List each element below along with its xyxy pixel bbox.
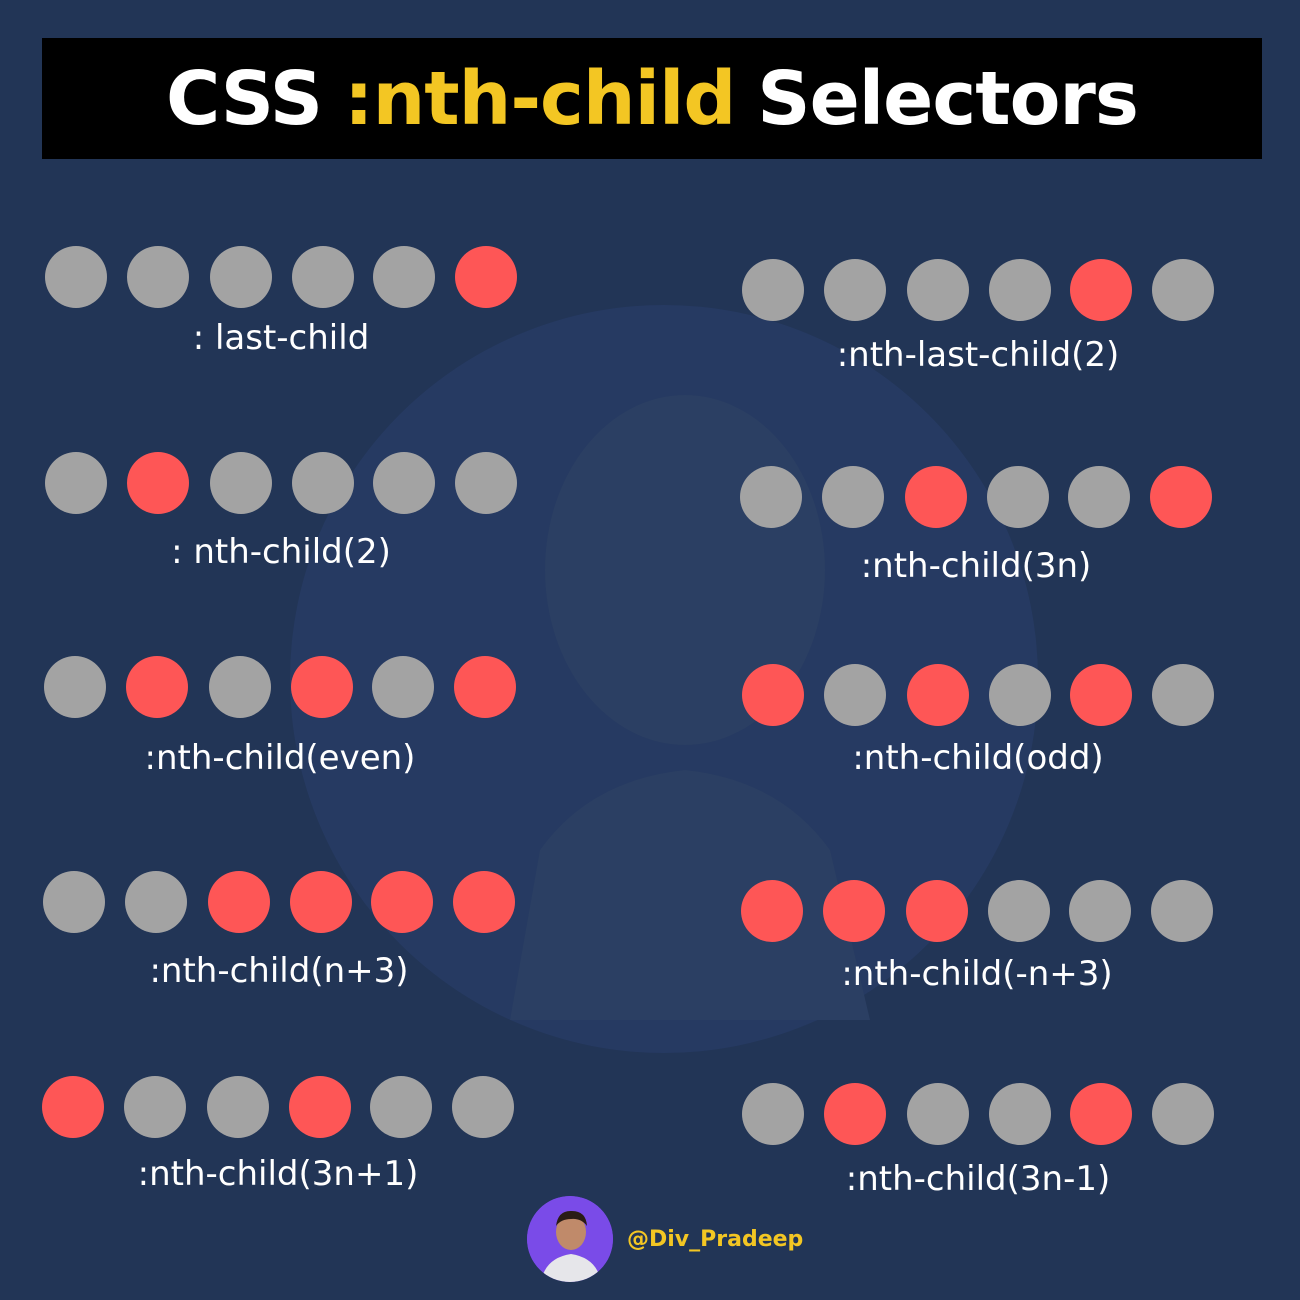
selector-label: :nth-child(3n-1) — [845, 1159, 1111, 1199]
list-item-dot-selected — [906, 880, 968, 942]
list-item-dot — [907, 259, 969, 321]
list-item-dot-selected — [1070, 259, 1132, 321]
list-item-dot-selected — [289, 1076, 351, 1138]
demo-nth-child-n-plus-3: :nth-child(n+3) — [43, 871, 523, 991]
profile-photo-icon — [527, 1196, 613, 1282]
dot-row — [742, 664, 1222, 726]
list-item-dot — [127, 246, 189, 308]
author-handle: @Div_Pradeep — [627, 1226, 804, 1252]
list-item-dot — [124, 1076, 186, 1138]
list-item-dot — [989, 259, 1051, 321]
list-item-dot — [44, 656, 106, 718]
dot-row — [742, 1083, 1222, 1145]
list-item-dot-selected — [42, 1076, 104, 1138]
list-item-dot — [742, 1083, 804, 1145]
list-item-dot — [824, 259, 886, 321]
list-item-dot — [989, 664, 1051, 726]
author-footer: @Div_Pradeep — [527, 1196, 803, 1282]
demo-nth-child-3n-plus-1: :nth-child(3n+1) — [42, 1076, 522, 1194]
list-item-dot — [742, 259, 804, 321]
list-item-dot — [1069, 880, 1131, 942]
list-item-dot — [372, 656, 434, 718]
list-item-dot — [1068, 466, 1130, 528]
list-item-dot-selected — [905, 466, 967, 528]
list-item-dot — [452, 1076, 514, 1138]
list-item-dot — [988, 880, 1050, 942]
selector-label: :nth-child(odd) — [852, 738, 1104, 778]
list-item-dot-selected — [741, 880, 803, 942]
list-item-dot-selected — [454, 656, 516, 718]
selector-label: : nth-child(2) — [171, 532, 391, 572]
list-item-dot-selected — [1070, 664, 1132, 726]
selector-label: :nth-child(n+3) — [149, 951, 409, 991]
demo-nth-child-even: :nth-child(even) — [44, 656, 524, 778]
list-item-dot-selected — [907, 664, 969, 726]
page-title: CSS :nth-child Selectors — [42, 38, 1262, 159]
list-item-dot-selected — [291, 656, 353, 718]
list-item-dot-selected — [290, 871, 352, 933]
list-item-dot-selected — [208, 871, 270, 933]
list-item-dot-selected — [127, 452, 189, 514]
dot-row — [45, 452, 525, 514]
list-item-dot — [1152, 664, 1214, 726]
list-item-dot — [292, 452, 354, 514]
list-item-dot-selected — [742, 664, 804, 726]
selector-label: : last-child — [192, 318, 370, 358]
selector-label: :nth-child(-n+3) — [841, 954, 1113, 994]
avatar — [527, 1196, 613, 1282]
list-item-dot — [373, 246, 435, 308]
list-item-dot-selected — [823, 880, 885, 942]
dot-row — [742, 259, 1222, 321]
title-prefix: CSS — [166, 55, 323, 142]
demo-nth-child-2: : nth-child(2) — [45, 452, 525, 572]
selector-label: :nth-child(3n+1) — [137, 1154, 419, 1194]
list-item-dot — [987, 466, 1049, 528]
list-item-dot — [370, 1076, 432, 1138]
list-item-dot — [45, 246, 107, 308]
list-item-dot — [1151, 880, 1213, 942]
list-item-dot — [125, 871, 187, 933]
list-item-dot — [373, 452, 435, 514]
list-item-dot-selected — [455, 246, 517, 308]
list-item-dot-selected — [371, 871, 433, 933]
demo-nth-child-3n: :nth-child(3n) — [740, 466, 1220, 586]
dot-row — [42, 1076, 522, 1138]
list-item-dot — [210, 246, 272, 308]
dot-row — [741, 880, 1221, 942]
list-item-dot — [43, 871, 105, 933]
selector-label: :nth-child(3n) — [860, 546, 1092, 586]
list-item-dot — [907, 1083, 969, 1145]
selector-label: :nth-last-child(2) — [836, 335, 1120, 375]
list-item-dot — [824, 664, 886, 726]
list-item-dot — [207, 1076, 269, 1138]
demo-nth-last-child-2: :nth-last-child(2) — [742, 259, 1222, 375]
demo-nth-child-minus-n-plus-3: :nth-child(-n+3) — [741, 880, 1221, 994]
list-item-dot — [1152, 259, 1214, 321]
dot-row — [43, 871, 523, 933]
list-item-dot — [455, 452, 517, 514]
list-item-dot-selected — [453, 871, 515, 933]
dot-row — [44, 656, 524, 718]
list-item-dot — [740, 466, 802, 528]
demo-nth-child-odd: :nth-child(odd) — [742, 664, 1222, 778]
list-item-dot — [1152, 1083, 1214, 1145]
list-item-dot — [822, 466, 884, 528]
selector-label: :nth-child(even) — [144, 738, 416, 778]
list-item-dot-selected — [1070, 1083, 1132, 1145]
list-item-dot — [989, 1083, 1051, 1145]
list-item-dot-selected — [1150, 466, 1212, 528]
list-item-dot — [209, 656, 271, 718]
list-item-dot — [292, 246, 354, 308]
dot-row — [740, 466, 1220, 528]
title-accent: :nth-child — [344, 55, 736, 142]
title-suffix: Selectors — [757, 55, 1139, 142]
list-item-dot — [210, 452, 272, 514]
list-item-dot-selected — [126, 656, 188, 718]
list-item-dot-selected — [824, 1083, 886, 1145]
demo-nth-child-3n-minus-1: :nth-child(3n-1) — [742, 1083, 1222, 1199]
demo-last-child: : last-child — [45, 246, 525, 358]
dot-row — [45, 246, 525, 308]
list-item-dot — [45, 452, 107, 514]
